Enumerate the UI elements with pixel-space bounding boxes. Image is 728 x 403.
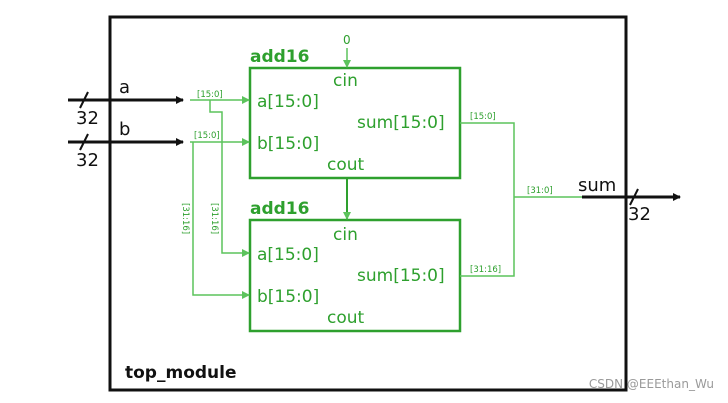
adder-hi-title: add16 xyxy=(250,199,309,219)
adder-lo-title: add16 xyxy=(250,47,309,67)
adder-hi-cin: cin xyxy=(333,225,358,245)
adder-lo-cout: cout xyxy=(327,155,365,175)
top-module-label: top_module xyxy=(125,363,237,383)
slice-sum-out: [31:0] xyxy=(527,186,553,196)
adder-lo-cin: cin xyxy=(333,71,358,91)
output-sum-label: sum xyxy=(578,175,616,196)
input-a-width: 32 xyxy=(76,108,99,129)
sum-hi-wire xyxy=(460,197,515,277)
slice-b-hi: [31:16] xyxy=(180,203,190,234)
watermark: CSDN @EEEthan_Wu xyxy=(588,377,714,391)
adder-lo-sum-port: sum[15:0] xyxy=(357,113,445,133)
a-hi-wire xyxy=(209,100,250,257)
slice-sum-hi: [31:16] xyxy=(470,265,501,275)
input-a-width-tick xyxy=(79,91,89,109)
output-sum-width-tick xyxy=(629,188,639,206)
adder-hi-sum-port: sum[15:0] xyxy=(357,266,445,286)
b-hi-wire xyxy=(192,142,250,299)
slice-a-lo: [15:0] xyxy=(197,90,223,100)
input-b-width-tick xyxy=(79,133,89,151)
slice-a-hi: [31:16] xyxy=(209,203,219,234)
carry-in-value: 0 xyxy=(343,33,351,47)
slice-sum-lo: [15:0] xyxy=(470,112,496,122)
input-b-width: 32 xyxy=(76,150,99,171)
slice-b-lo: [15:0] xyxy=(194,131,220,141)
output-sum-width: 32 xyxy=(628,204,651,225)
adder-lo-b-port: b[15:0] xyxy=(257,134,319,154)
adder-lo-a-port: a[15:0] xyxy=(257,92,319,112)
top-module-box xyxy=(108,15,628,392)
sum-lo-wire xyxy=(460,122,515,197)
input-b-label: b xyxy=(119,119,130,140)
input-a-label: a xyxy=(119,77,130,98)
adder-hi-a-port: a[15:0] xyxy=(257,245,319,265)
adder-hi-b-port: b[15:0] xyxy=(257,287,319,307)
adder-hi-cout: cout xyxy=(327,308,365,328)
